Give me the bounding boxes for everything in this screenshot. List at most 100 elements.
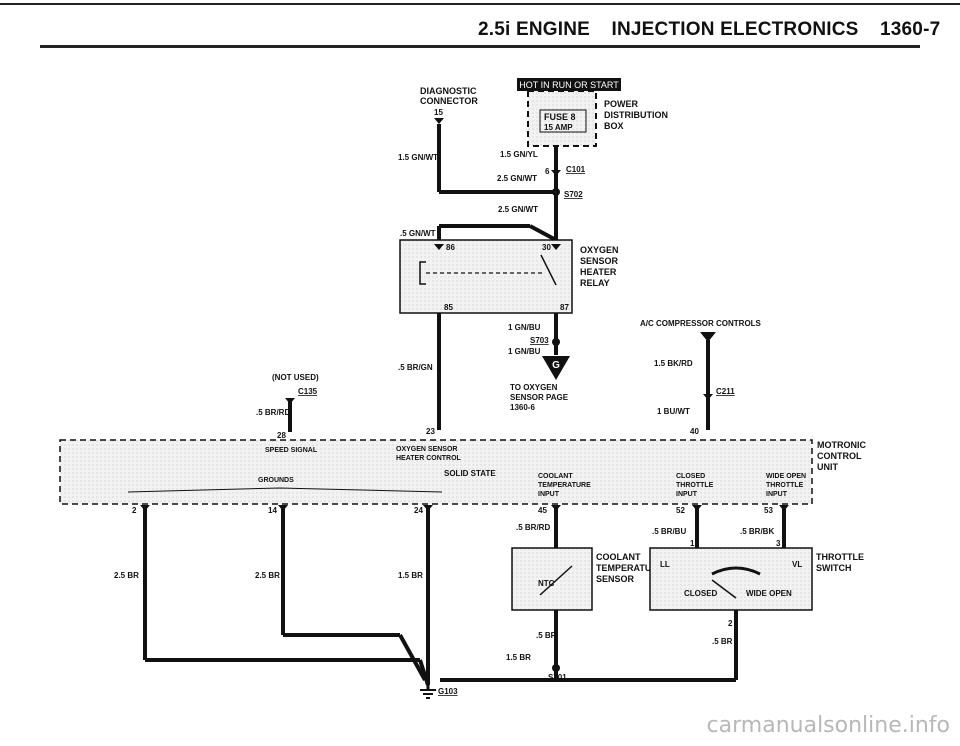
ecu-wide-1: WIDE OPEN — [766, 473, 806, 480]
oxygen-ref-3: 1360-6 — [510, 403, 535, 412]
relay-label-2: SENSOR — [580, 256, 619, 266]
wire-label-4: 2.5 GN/WT — [498, 205, 538, 214]
wire-label-20: .5 BR — [712, 637, 733, 646]
ecu-grounds: GROUNDS — [258, 477, 294, 484]
header-bottom-rule — [40, 45, 920, 48]
ecu-pin-53: 53 — [764, 506, 773, 515]
ecu-pin-2: 2 — [132, 506, 137, 515]
ecu-speed-signal: SPEED SIGNAL — [265, 447, 318, 454]
ecu-o2-heater-2: HEATER CONTROL — [396, 455, 462, 462]
s701-label: S701 — [548, 673, 567, 682]
not-used-label: (NOT USED) — [272, 373, 319, 382]
throttle-switch-box — [649, 547, 813, 611]
ecu-label-3: UNIT — [817, 462, 838, 472]
g-reference-letter: G — [552, 360, 560, 371]
ecu-pin-45: 45 — [538, 506, 547, 515]
wire-label-17: .5 BR/BK — [740, 527, 774, 536]
o2-relay-box — [399, 239, 573, 314]
ecu-pin-28: 28 — [277, 431, 286, 440]
throttle-switch-label-1: THROTTLE — [816, 552, 864, 562]
relay-pin87: 87 — [560, 303, 569, 312]
c135-label: C135 — [298, 387, 318, 396]
ecu-pin-52: 52 — [676, 506, 685, 515]
s702-splice — [552, 188, 560, 196]
wire-label-3: 2.5 GN/WT — [497, 174, 537, 183]
wire-label-2: 1.5 GN/YL — [500, 150, 538, 159]
c135-connector — [285, 398, 295, 404]
ecu-closed-1: CLOSED — [676, 473, 705, 480]
relay-pin30-arrow — [551, 244, 561, 250]
c101-connector — [551, 170, 561, 176]
ac-controls-label: A/C COMPRESSOR CONTROLS — [640, 319, 762, 328]
wire-label-15: .5 BR/RD — [516, 523, 550, 532]
relay-pin86: 86 — [446, 243, 455, 252]
ecu-coolant-1: COOLANT — [538, 473, 573, 480]
power-box-label-1: POWER — [604, 99, 639, 109]
diagnostic-pin: 15 — [434, 108, 443, 117]
coolant-sensor-label-1: COOLANT — [596, 552, 641, 562]
throttle-pin-3: 3 — [776, 539, 781, 548]
ecu-solid-state: SOLID STATE — [444, 469, 496, 478]
fuse-rating: 15 AMP — [544, 123, 573, 132]
relay-pin86-arrow — [434, 244, 444, 250]
ecu-closed-3: INPUT — [676, 491, 698, 498]
ecu-wide-2: THROTTLE — [766, 482, 804, 489]
c101-label: C101 — [566, 165, 586, 174]
power-box-label-2: DISTRIBUTION — [604, 110, 668, 120]
wire-label-7: 1 GN/BU — [508, 347, 541, 356]
ecu-o2-heater-1: OXYGEN SENSOR — [396, 446, 457, 453]
ecu-pin-arrows — [140, 505, 789, 511]
ac-controls-arrow — [700, 332, 716, 342]
ntc-thermistor — [539, 565, 573, 596]
throttle-wide: WIDE OPEN — [746, 589, 792, 598]
ecu-coolant-2: TEMPERATURE — [538, 482, 591, 489]
ecu-label-1: MOTRONIC — [817, 440, 866, 450]
ecu-label-2: CONTROL — [817, 451, 862, 461]
ecu-closed-2: THROTTLE — [676, 482, 714, 489]
c211-label: C211 — [716, 387, 735, 396]
wire-group — [143, 124, 786, 686]
wire-label-10: 1.5 BK/RD — [654, 359, 693, 368]
fuse-label: FUSE 8 — [544, 112, 576, 122]
throttle-vl: VL — [792, 560, 802, 569]
throttle-switch-label-2: SWITCH — [816, 563, 852, 573]
oxygen-ref-2: SENSOR PAGE — [510, 393, 569, 402]
s703-label: S703 — [530, 336, 549, 345]
s703-splice — [552, 338, 560, 346]
s701-splice — [552, 664, 560, 672]
coolant-sensor-label-2: TEMPERATURE — [596, 563, 664, 573]
throttle-pin-1: 1 — [690, 539, 695, 548]
ecu-pin-14: 14 — [268, 506, 277, 515]
motronic-ecu-box — [59, 439, 813, 505]
relay-contact — [540, 254, 557, 286]
power-distribution-box — [527, 90, 597, 147]
ntc-label: NTC — [538, 579, 555, 588]
grounds-bracket — [127, 487, 443, 493]
c101-pin: 6 — [545, 167, 550, 176]
wire-label-5: .5 GN/WT — [400, 229, 436, 238]
wire-label-12: 2.5 BR — [114, 571, 139, 580]
wire-label-6: 1 GN/BU — [508, 323, 541, 332]
wire-label-9: .5 BR/RD — [256, 408, 290, 417]
coolant-sensor-box — [511, 547, 593, 611]
page-number: 1360-7 — [880, 19, 941, 40]
throttle-switch-arc — [711, 566, 761, 576]
relay-label-1: OXYGEN — [580, 245, 619, 255]
relay-pin85: 85 — [444, 303, 453, 312]
wire-label-18: .5 BR — [536, 631, 557, 640]
page-header: 2.5i ENGINE INJECTION ELECTRONICS 1360-7 — [0, 0, 960, 60]
throttle-pin-2: 2 — [728, 619, 733, 628]
ecu-pin-23: 23 — [426, 427, 435, 436]
power-box-label-3: BOX — [604, 121, 624, 131]
ecu-coolant-3: INPUT — [538, 491, 560, 498]
diagnostic-arrow — [434, 118, 444, 124]
throttle-ll: LL — [660, 560, 670, 569]
relay-label-3: HEATER — [580, 267, 617, 277]
wire-label-16: .5 BR/BU — [652, 527, 686, 536]
ecu-pin-40: 40 — [690, 427, 699, 436]
page-title: 2.5i ENGINE INJECTION ELECTRONICS 1360-7 — [478, 19, 940, 41]
wire-label-8: .5 BR/GN — [398, 363, 433, 372]
relay-coil — [419, 261, 426, 285]
coolant-sensor-label-3: SENSOR — [596, 574, 635, 584]
